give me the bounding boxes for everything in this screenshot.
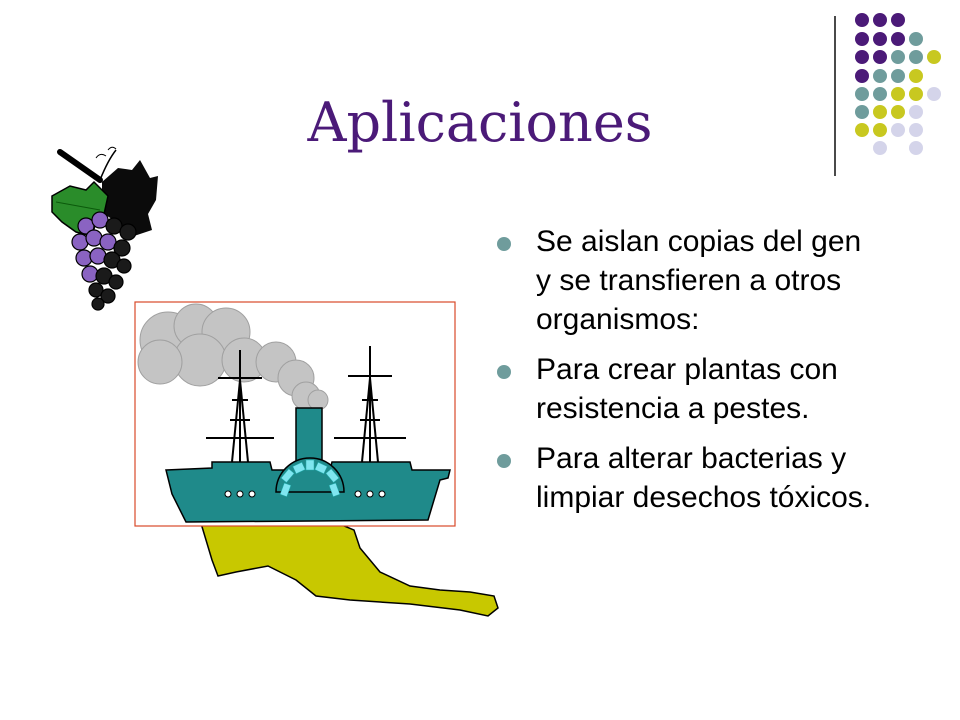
vertical-divider — [834, 16, 836, 176]
bullet-text: Se aislan copias del gen y se transfiere… — [536, 225, 862, 336]
bullet-list: Se aislan copias del gen y se transfiere… — [497, 222, 877, 528]
bullet-item: Se aislan copias del gen y se transfiere… — [497, 222, 877, 339]
bullet-text: Para crear plantas con resistencia a pes… — [536, 353, 838, 425]
slide-title: Aplicaciones — [307, 91, 653, 154]
oil-spill-icon — [199, 515, 499, 617]
grapes-icon — [51, 146, 158, 311]
bullet-dot-icon — [497, 237, 511, 251]
bullet-dot-icon — [497, 365, 511, 379]
bullet-dot-icon — [497, 454, 511, 468]
bullet-text: Para alterar bacterias y limpiar desecho… — [536, 442, 872, 514]
bullet-item: Para alterar bacterias y limpiar desecho… — [497, 439, 877, 517]
steamship-icon — [134, 301, 456, 527]
bullet-item: Para crear plantas con resistencia a pes… — [497, 350, 877, 428]
